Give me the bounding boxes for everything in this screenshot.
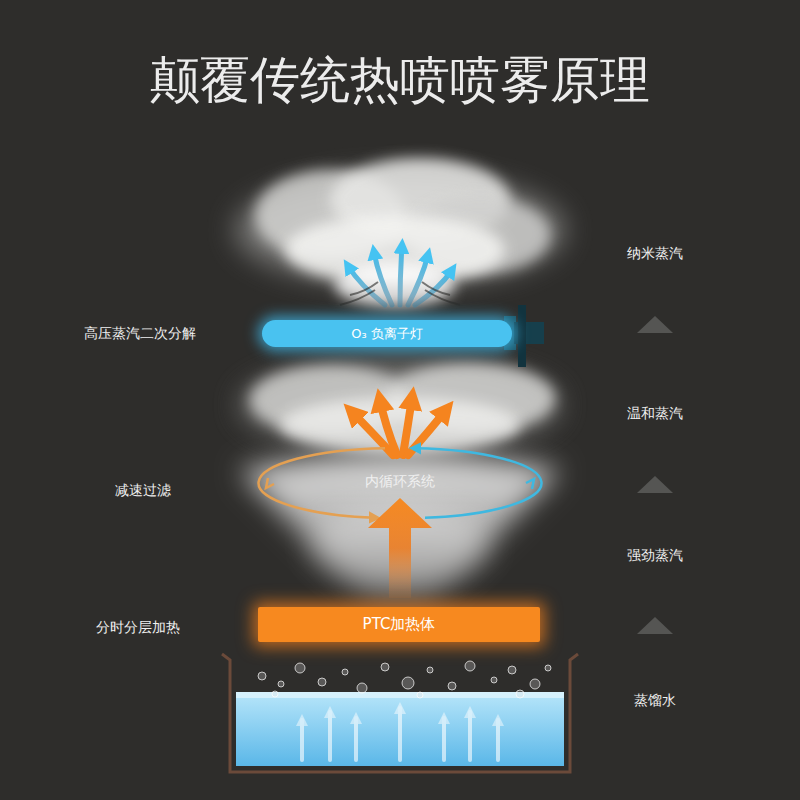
middle-cloud — [240, 360, 560, 453]
heater-bar: PTC加热体 — [258, 607, 540, 642]
lamp-bar: O₃ 负离子灯 — [262, 320, 512, 347]
water-tank — [222, 654, 578, 772]
step-triangles — [637, 316, 673, 634]
title: 颠覆传统热喷喷雾原理 — [0, 50, 800, 110]
node-text: PTC加热体 — [363, 615, 436, 634]
stage-label: 蒸馏水 — [634, 691, 676, 709]
center-label: 内循环系统 — [365, 472, 435, 490]
stage-label: 纳米蒸汽 — [627, 244, 683, 262]
orange-arrows — [352, 398, 446, 455]
top-cloud — [235, 158, 565, 307]
side-label: 高压蒸汽二次分解 — [84, 324, 196, 342]
node-text: O₃ 负离子灯 — [351, 325, 423, 343]
side-label: 减速过滤 — [115, 481, 171, 499]
stage-label: 强劲蒸汽 — [627, 546, 683, 564]
stage-label: 温和蒸汽 — [627, 404, 683, 422]
heat-arrow — [368, 498, 432, 598]
side-label: 分时分层加热 — [96, 618, 180, 636]
strong-steam — [240, 455, 560, 605]
dark-wisps — [340, 282, 460, 305]
